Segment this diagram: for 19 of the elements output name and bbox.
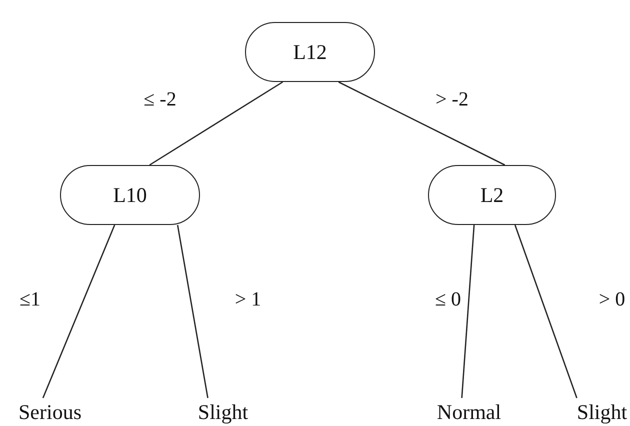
branch-line [338,81,506,166]
branch-line [176,224,208,398]
branch-line [149,81,284,166]
node-label: L2 [480,182,504,208]
branch-line [461,224,475,398]
leaf-label: Serious [6,398,94,426]
edge-label: > 1 [234,288,262,312]
node-label: L12 [293,40,327,64]
branch-line [42,224,116,398]
edge-label: ≤1 [20,288,40,312]
edge-label: ≤ -2 [144,88,176,112]
leaf-label: Slight [574,398,630,426]
leaf-label: Slight [185,398,261,426]
edge-label: > 0 [598,288,626,312]
leaf-label: Normal [424,398,514,426]
node-label: L10 [113,182,147,208]
branch-line [514,224,578,398]
edge-label: > -2 [436,88,468,112]
edge-label: ≤ 0 [435,288,461,312]
